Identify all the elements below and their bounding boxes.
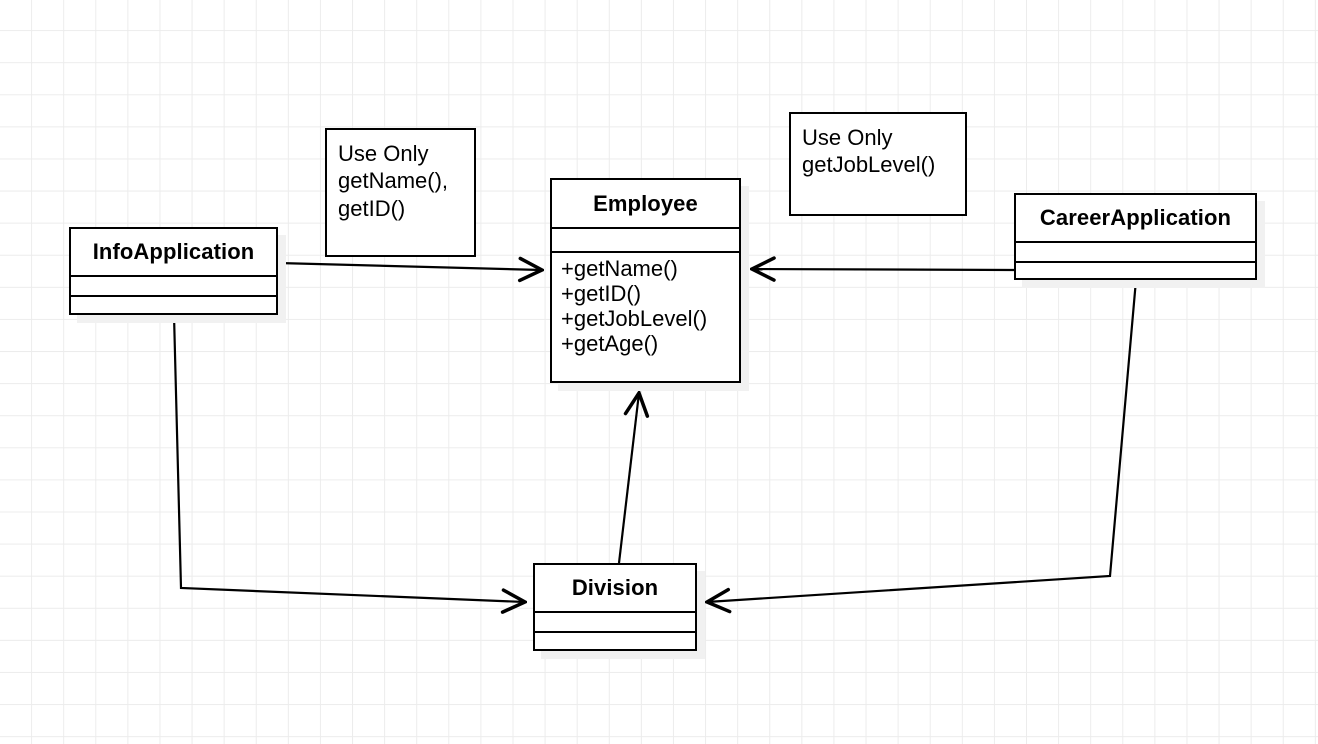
class-box-division[interactable]: Division xyxy=(533,563,697,651)
class-name-division: Division xyxy=(535,565,695,613)
method-item: +getID() xyxy=(561,280,642,306)
class-attributes-division xyxy=(535,613,695,633)
class-attributes-employee xyxy=(552,229,739,253)
note-line: Use Only xyxy=(338,141,429,166)
class-methods-infoapplication xyxy=(71,297,276,313)
edge-careerapplication-employee xyxy=(752,269,1015,270)
note-line: getID() xyxy=(338,195,406,221)
class-name-infoapplication: InfoApplication xyxy=(71,229,276,277)
note-box-use-only-getjoblevel[interactable]: Use Only getJobLevel() xyxy=(789,112,967,216)
class-box-careerapplication[interactable]: CareerApplication xyxy=(1014,193,1257,280)
class-name-employee: Employee xyxy=(552,180,739,229)
edge-infoapplication-employee xyxy=(277,263,542,270)
method-item: +getJobLevel() xyxy=(561,305,708,331)
edge-careerapplication-division xyxy=(707,279,1138,602)
method-item: +getAge() xyxy=(561,330,659,356)
edge-infoapplication-division xyxy=(172,314,525,602)
method-item: +getName() xyxy=(561,256,678,281)
class-methods-employee: +getName() +getID() +getJobLevel() +getA… xyxy=(552,253,739,381)
class-box-employee[interactable]: Employee +getName() +getID() +getJobLeve… xyxy=(550,178,741,383)
edge-division-employee xyxy=(617,393,639,564)
note-line: getJobLevel() xyxy=(802,152,936,178)
note-line: getName(), xyxy=(338,168,449,194)
class-methods-careerapplication xyxy=(1016,263,1255,278)
class-box-infoapplication[interactable]: InfoApplication xyxy=(69,227,278,315)
note-box-use-only-getname-getid[interactable]: Use Only getName(), getID() xyxy=(325,128,476,257)
note-line: Use Only xyxy=(802,125,893,150)
class-methods-division xyxy=(535,633,695,649)
class-attributes-infoapplication xyxy=(71,277,276,297)
class-attributes-careerapplication xyxy=(1016,243,1255,263)
class-name-careerapplication: CareerApplication xyxy=(1016,195,1255,243)
